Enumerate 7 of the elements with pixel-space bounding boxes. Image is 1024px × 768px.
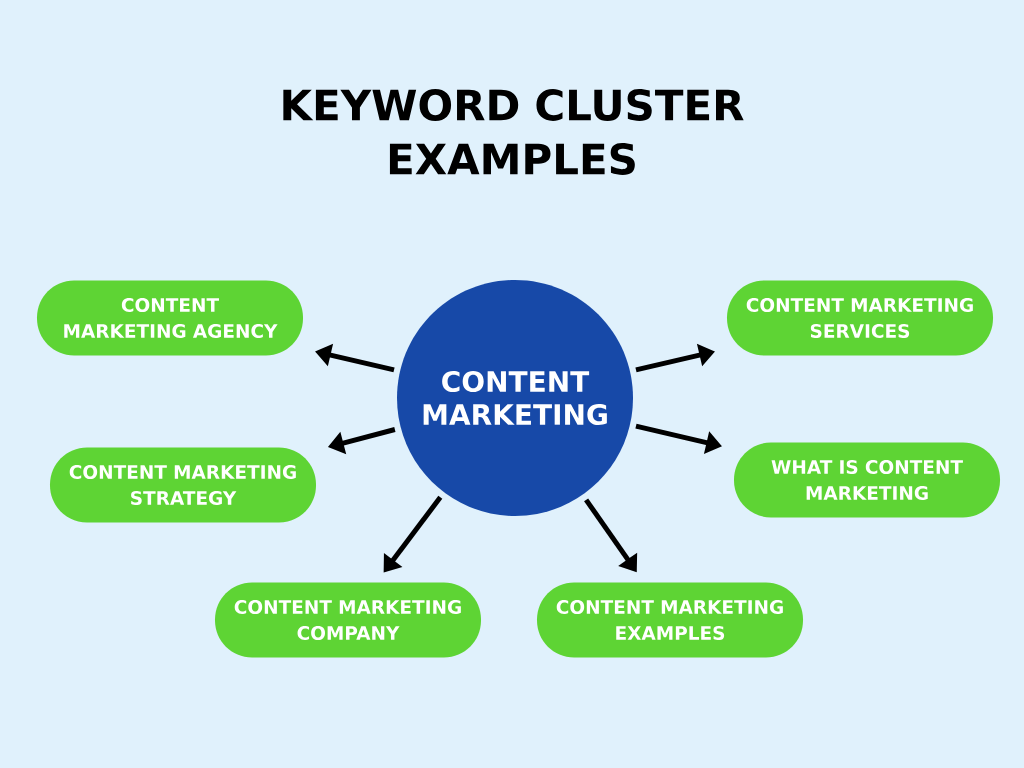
keyword-pill: CONTENT MARKETING STRATEGY	[50, 447, 316, 523]
keyword-pill: CONTENT MARKETING SERVICES	[727, 280, 993, 356]
title: KEYWORD CLUSTER EXAMPLES	[283, 89, 744, 175]
keyword-pill: WHAT IS CONTENT MARKETING	[734, 442, 1000, 518]
keyword-pill: CONTENT MARKETING EXAMPLES	[537, 582, 803, 658]
keyword-pill: CONTENT MARKETING AGENCY	[37, 280, 303, 356]
keyword-pill: CONTENT MARKETING COMPANY	[215, 582, 481, 658]
